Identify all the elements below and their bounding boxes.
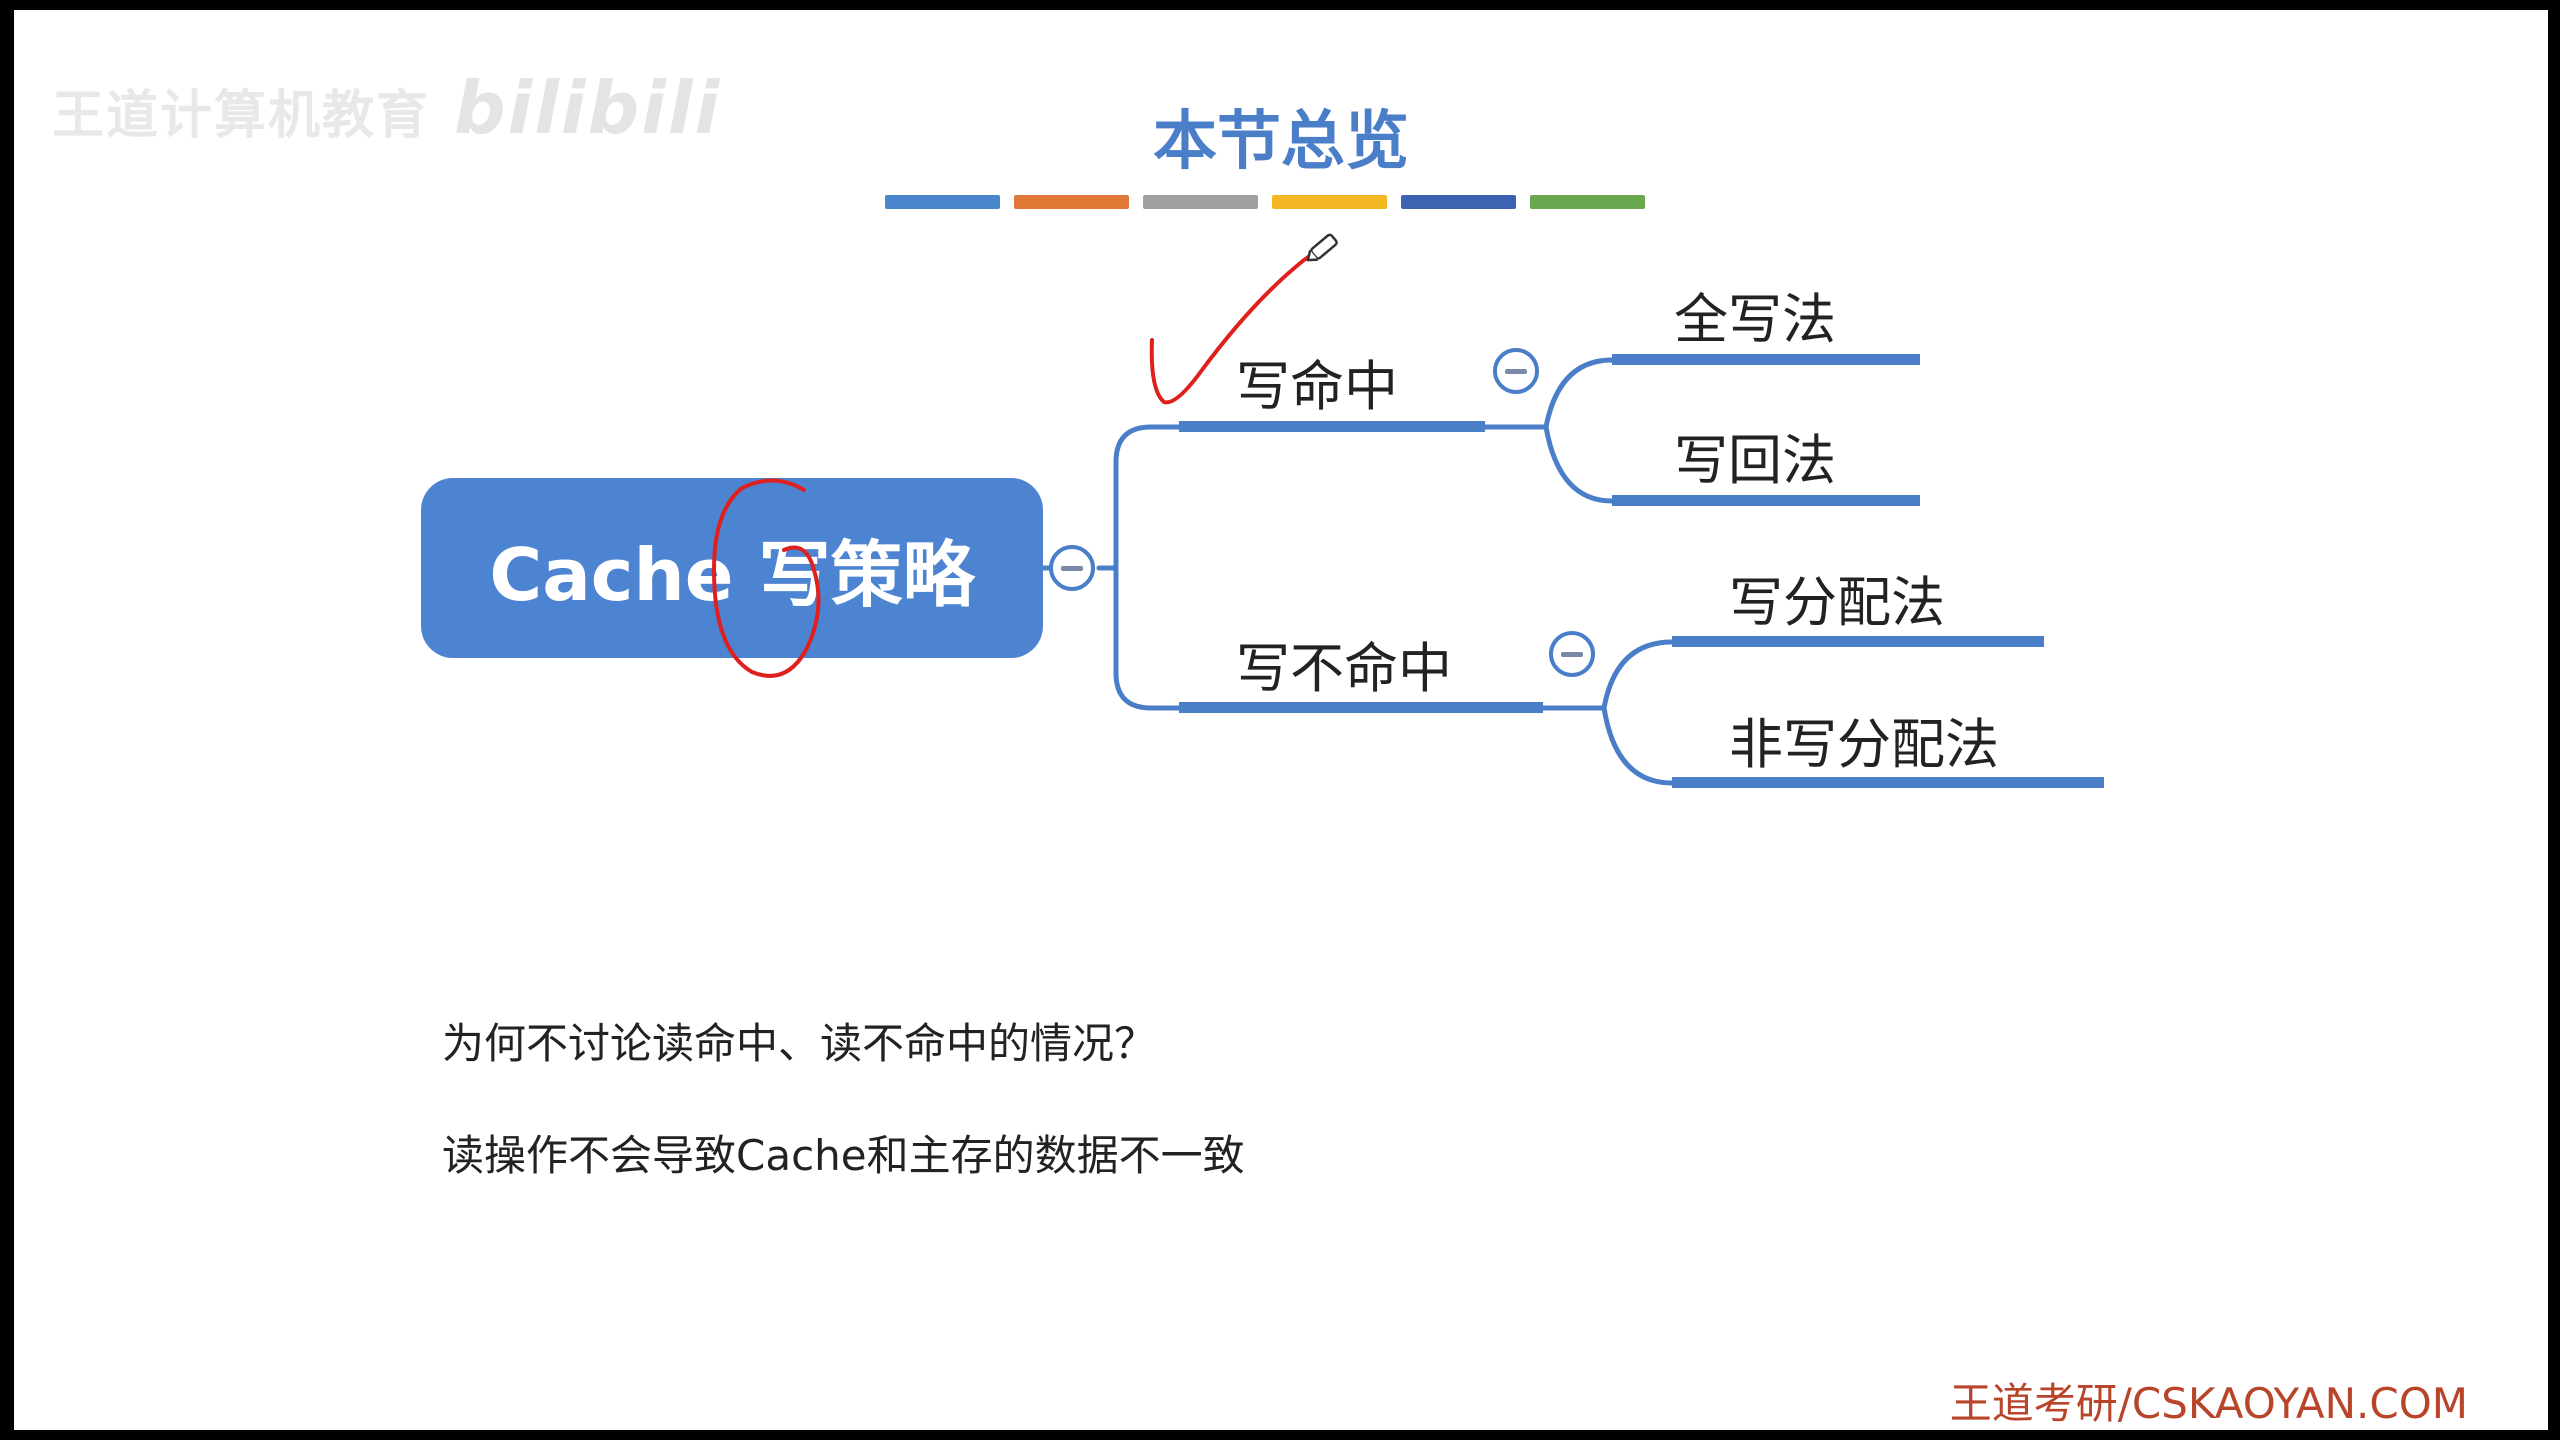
color-bar-blue [885, 195, 1000, 209]
question-text: 为何不讨论读命中、读不命中的情况？ [442, 1019, 1157, 1068]
watermark-text: 王道计算机教育 [52, 86, 431, 146]
child-no-write-allocate-label: 非写分配法 [1729, 713, 1999, 776]
mindmap-root: Cache 写策略 [421, 478, 1043, 658]
branch-write-hit-label: 写命中 [1236, 355, 1398, 418]
watermark: 王道计算机教育 bilibili [52, 66, 721, 150]
branch-write-miss-underline [1179, 702, 1543, 713]
child-no-write-allocate-underline [1672, 777, 2104, 788]
child-write-through-label: 全写法 [1674, 288, 1836, 351]
answer-text: 读操作不会导致Cache和主存的数据不一致 [442, 1131, 1245, 1180]
child-write-allocate-underline [1672, 636, 2044, 647]
minus-icon [1505, 368, 1527, 374]
child-write-back-underline [1612, 495, 1920, 506]
write-miss-collapse-button[interactable] [1549, 631, 1595, 677]
pen-cursor-icon [1306, 233, 1338, 262]
page-title: 本节总览 [1153, 104, 1409, 179]
minus-icon [1061, 565, 1083, 571]
child-write-through-underline [1612, 354, 1920, 365]
color-bar-yellow [1272, 195, 1387, 209]
circle-annotation [712, 478, 821, 678]
mindmap-connectors [1040, 357, 1675, 786]
minus-icon [1561, 651, 1583, 657]
color-bar-gray [1143, 195, 1258, 209]
bilibili-logo: bilibili [454, 66, 722, 150]
root-collapse-button[interactable] [1049, 545, 1095, 591]
annotations [712, 233, 1338, 678]
write-hit-collapse-button[interactable] [1493, 348, 1539, 394]
color-bar-dark-blue [1401, 195, 1516, 209]
slide: 王道计算机教育 bilibili 本节总览 Cache 写策略 写命中 全写法 [14, 10, 2548, 1430]
branch-write-miss-label: 写不命中 [1236, 637, 1452, 700]
color-bar-orange [1014, 195, 1129, 209]
child-write-allocate-label: 写分配法 [1729, 571, 1945, 634]
branch-write-hit-underline [1179, 421, 1485, 432]
child-write-back-label: 写回法 [1674, 429, 1836, 492]
footer-brand: 王道考研/CSKAOYAN.COM [1949, 1379, 2468, 1428]
color-bar-green [1530, 195, 1645, 209]
checkmark-annotation [1149, 251, 1316, 405]
